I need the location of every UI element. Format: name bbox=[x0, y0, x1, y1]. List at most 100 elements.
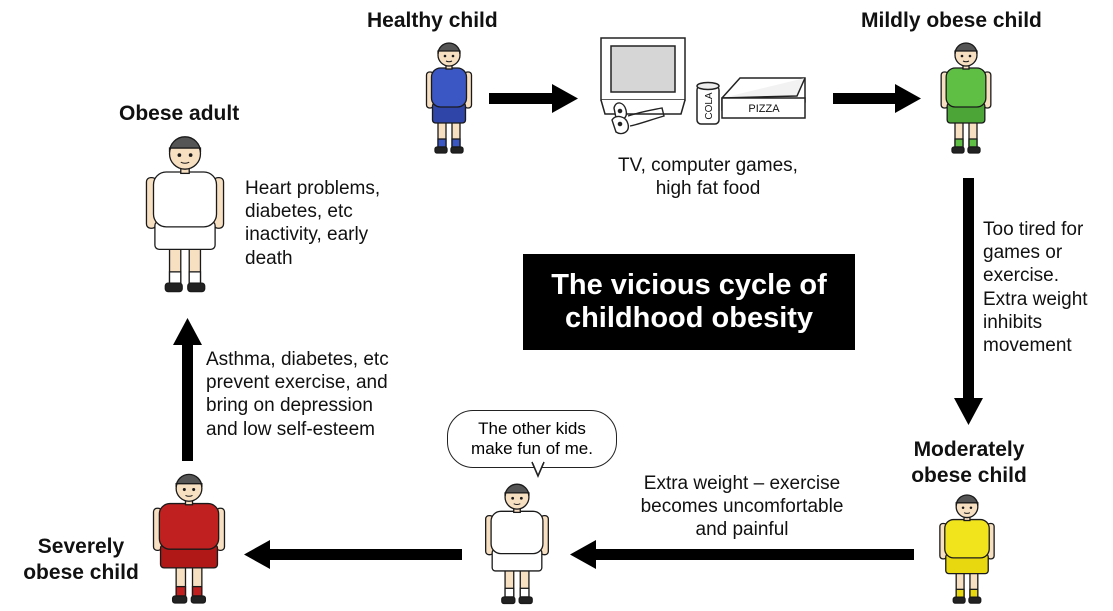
left-shoe bbox=[952, 596, 966, 604]
healthy-child-figure bbox=[425, 42, 473, 154]
mildly-obese-child-title: Mildly obese child bbox=[861, 9, 1042, 32]
shirt bbox=[152, 171, 218, 228]
right-sock bbox=[191, 585, 203, 597]
mouth bbox=[962, 60, 970, 63]
too-tired-note-line3: exercise. bbox=[983, 265, 1060, 287]
severely-obese-child-figure bbox=[152, 473, 226, 604]
asthma-note: Asthma, diabetes, etc prevent exercise, … bbox=[206, 348, 389, 441]
asthma-note-line1: Asthma, diabetes, etc bbox=[206, 349, 389, 370]
left-eye bbox=[443, 54, 447, 58]
severely-obese-title-line1: Severely bbox=[37, 535, 125, 558]
speech-bubble-line2: make fun of me. bbox=[471, 439, 593, 458]
moderately-obese-title-line1: Moderately bbox=[913, 438, 1025, 461]
mouth bbox=[445, 60, 453, 63]
too-tired-note-line5: inhibits bbox=[983, 311, 1043, 333]
right-shoe bbox=[518, 596, 533, 605]
left-eye bbox=[182, 488, 186, 492]
mildly-obese-child-figure bbox=[940, 42, 992, 154]
arrow-mild-to-moderate bbox=[954, 178, 983, 425]
hair bbox=[954, 42, 978, 55]
arrow-moderate-to-teased bbox=[570, 540, 914, 569]
shirt bbox=[430, 67, 468, 108]
hair bbox=[168, 136, 202, 153]
left-sock bbox=[954, 138, 964, 148]
speech-bubble-line1: The other kids bbox=[478, 418, 586, 438]
cola-can-icon: COLA bbox=[696, 81, 720, 125]
too-tired-note-line2: games or bbox=[983, 242, 1063, 264]
cola-label: COLA bbox=[704, 92, 715, 120]
pizza-box-icon: PIZZA bbox=[721, 77, 806, 119]
right-eye bbox=[192, 488, 196, 492]
tv-games-note-line1: TV, computer games, bbox=[618, 155, 798, 176]
left-eye bbox=[961, 506, 965, 510]
right-shoe bbox=[968, 596, 982, 604]
moderately-obese-title-line2: obese child bbox=[911, 463, 1027, 487]
too-tired-note-line4: Extra weight bbox=[983, 288, 1088, 310]
right-shoe bbox=[967, 146, 981, 154]
right-eye bbox=[519, 496, 523, 500]
right-eye bbox=[969, 506, 973, 510]
right-eye bbox=[968, 54, 972, 58]
speech-bubble: The other kids make fun of me. bbox=[447, 410, 617, 468]
extra-weight-note: Extra weight – exercise becomes uncomfor… bbox=[606, 472, 878, 542]
too-tired-note-line6: movement bbox=[983, 334, 1072, 356]
right-shoe bbox=[190, 595, 207, 604]
tv-games-note: TV, computer games, high fat food bbox=[583, 154, 833, 200]
severely-obese-child-title: Severely obese child bbox=[8, 534, 154, 585]
shirt bbox=[490, 510, 544, 555]
shirt bbox=[158, 502, 220, 550]
shirt bbox=[945, 67, 987, 108]
arrow-tv-to-mild bbox=[833, 84, 921, 113]
television-icon bbox=[600, 37, 686, 115]
title-banner: The vicious cycle of childhood obesity bbox=[523, 254, 855, 350]
speech-bubble-tail bbox=[531, 460, 545, 479]
heart-problems-note-line4: death bbox=[245, 247, 293, 269]
left-sock bbox=[437, 138, 447, 148]
title-banner-line1: The vicious cycle of bbox=[551, 268, 827, 301]
left-shoe bbox=[951, 146, 965, 154]
left-shoe bbox=[434, 146, 448, 154]
healthy-child-title: Healthy child bbox=[367, 9, 498, 32]
mouth bbox=[963, 512, 971, 514]
left-sock bbox=[504, 587, 515, 598]
obese-adult-title: Obese adult bbox=[119, 102, 240, 125]
left-shoe bbox=[164, 282, 183, 293]
left-eye bbox=[177, 153, 182, 157]
left-eye bbox=[960, 54, 964, 58]
arrow-severe-to-adult bbox=[173, 318, 202, 461]
right-eye bbox=[451, 54, 455, 58]
arrow-teased-to-severe bbox=[244, 540, 462, 569]
right-shoe bbox=[450, 146, 464, 154]
mouth bbox=[185, 494, 193, 497]
title-banner-line2: childhood obesity bbox=[564, 302, 814, 334]
moderately-obese-child-figure bbox=[939, 494, 995, 604]
mouth bbox=[180, 161, 190, 164]
left-shoe bbox=[171, 595, 188, 604]
left-shoe bbox=[501, 596, 516, 605]
left-sock bbox=[168, 271, 182, 284]
left-sock bbox=[175, 585, 187, 597]
moderately-obese-child-title: Moderately obese child bbox=[890, 437, 1048, 488]
shirt bbox=[944, 518, 990, 559]
right-sock bbox=[519, 587, 530, 598]
right-sock bbox=[968, 138, 978, 148]
asthma-note-line2: prevent exercise, and bbox=[206, 372, 388, 394]
hair bbox=[437, 42, 461, 55]
heart-problems-note: Heart problems, diabetes, etc inactivity… bbox=[245, 177, 380, 270]
heart-problems-note-line2: diabetes, etc bbox=[245, 201, 353, 223]
extra-weight-note-line1: Extra weight – exercise bbox=[643, 473, 841, 494]
too-tired-note: Too tired for games or exercise. Extra w… bbox=[983, 218, 1088, 357]
tv-games-note-line2: high fat food bbox=[655, 178, 761, 200]
pizza-label: PIZZA bbox=[748, 103, 780, 115]
arrow-healthy-to-tv bbox=[489, 84, 578, 113]
left-eye bbox=[511, 496, 515, 500]
game-controller-icon bbox=[611, 102, 665, 135]
extra-weight-note-line2: becomes uncomfortable bbox=[640, 496, 844, 518]
asthma-note-line4: and low self-esteem bbox=[206, 418, 375, 440]
hair bbox=[504, 483, 530, 497]
left-sock bbox=[955, 588, 965, 598]
heart-problems-note-line1: Heart problems, bbox=[245, 178, 381, 199]
